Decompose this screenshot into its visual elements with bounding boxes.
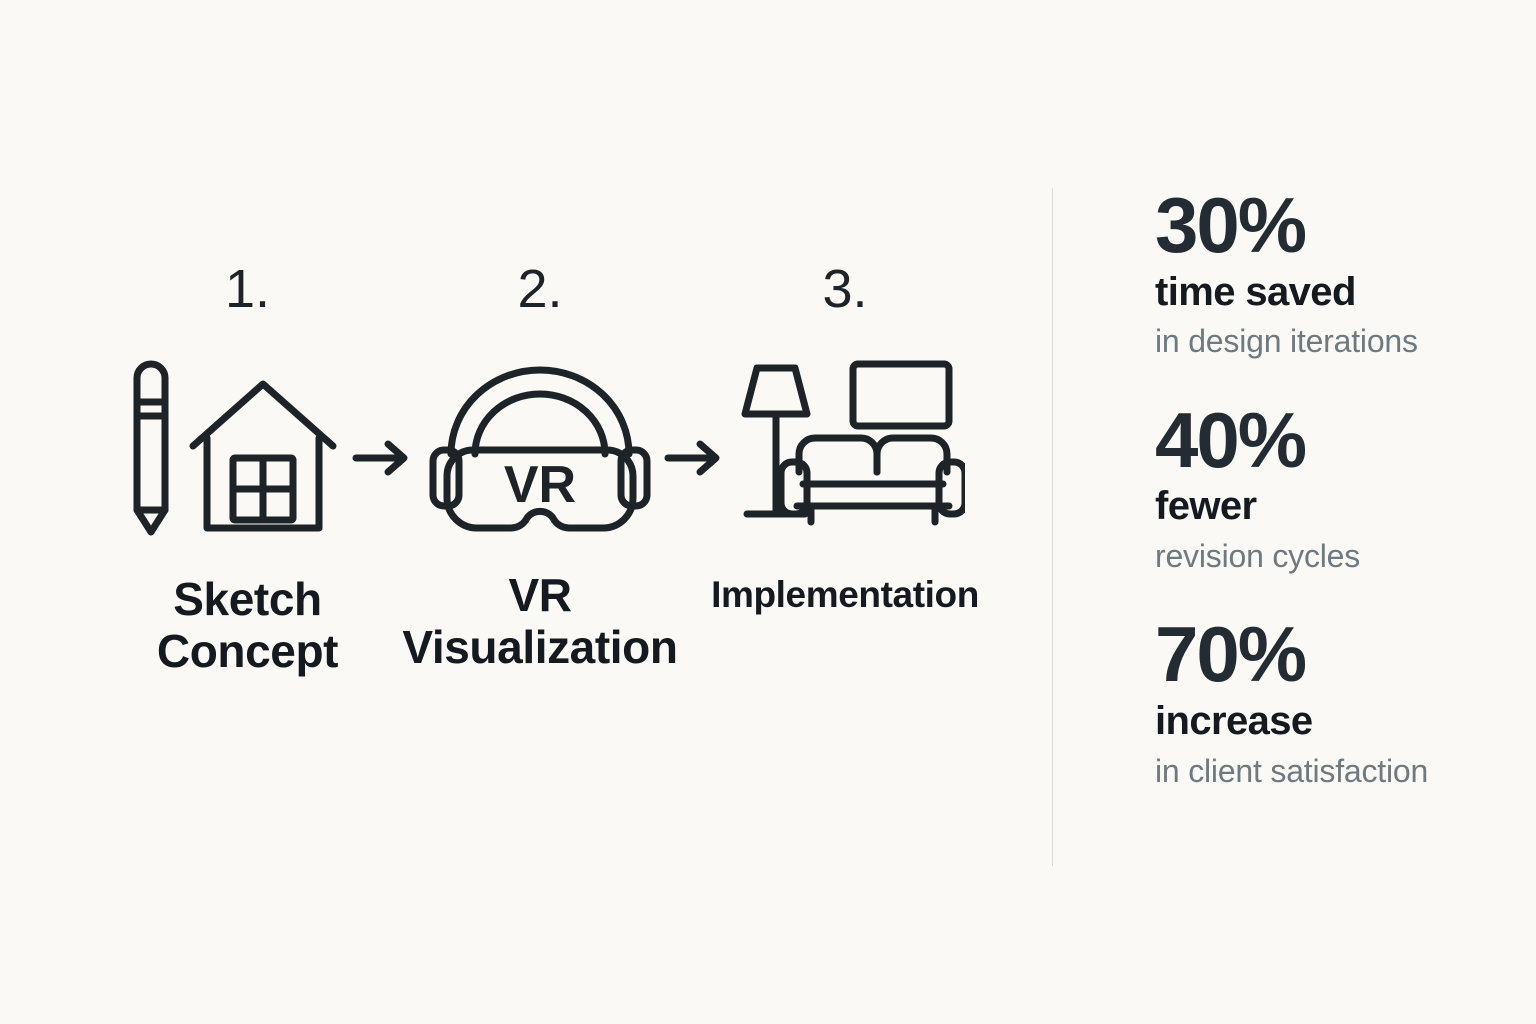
stat-2-value: 40% bbox=[1155, 395, 1307, 484]
process-flow: 1. bbox=[110, 262, 990, 677]
vr-headset-icon: VR bbox=[429, 366, 651, 532]
arrow-right-icon-2 bbox=[664, 436, 726, 480]
step-2-label-line2: Visualization bbox=[402, 620, 678, 673]
arrow-right-icon-1 bbox=[352, 436, 414, 480]
vertical-divider bbox=[1052, 188, 1053, 866]
sofa-icon bbox=[777, 434, 965, 526]
pencil-icon bbox=[133, 360, 168, 536]
stat-1-sub: in design iterations bbox=[1155, 323, 1418, 360]
step-1-label-line2: Concept bbox=[156, 624, 339, 677]
step-2-label: VR Visualization bbox=[400, 569, 680, 673]
step-3-number: 3. bbox=[822, 259, 868, 319]
step-2-label-line1: VR bbox=[508, 569, 572, 621]
stat-3-sub: in client satisfaction bbox=[1155, 752, 1429, 789]
stat-item-3: 70% increase in client satisfaction bbox=[1155, 615, 1515, 790]
house-icon bbox=[189, 380, 336, 532]
sketch-concept-icon-group bbox=[133, 360, 336, 536]
implementation-icon-group bbox=[741, 360, 965, 526]
step-1-label: Sketch Concept bbox=[110, 573, 385, 677]
stats-panel: 30% time saved in design iterations 40% … bbox=[1155, 181, 1515, 790]
stat-3-label: increase bbox=[1155, 699, 1313, 744]
step-2-number: 2. bbox=[517, 259, 563, 319]
step-3-label: Implementation bbox=[700, 574, 990, 615]
framed-picture-icon bbox=[849, 360, 953, 430]
stat-3-value: 70% bbox=[1155, 610, 1307, 699]
step-3-icons bbox=[700, 350, 990, 540]
step-3-label-line1: Implementation bbox=[711, 574, 979, 615]
vr-headset-text: VR bbox=[504, 456, 576, 514]
step-2-icons: VR bbox=[400, 350, 680, 540]
process-step-3: 3. bbox=[700, 262, 990, 615]
stat-1-value: 30% bbox=[1155, 181, 1307, 269]
stat-1-label: time saved bbox=[1155, 269, 1356, 314]
stat-2-label: fewer bbox=[1155, 484, 1257, 529]
step-1-number: 1. bbox=[224, 259, 271, 319]
step-1-icons bbox=[110, 350, 385, 540]
floor-lamp-icon bbox=[741, 364, 811, 518]
stat-item-2: 40% fewer revision cycles bbox=[1155, 395, 1515, 576]
stat-item-1: 30% time saved in design iterations bbox=[1155, 181, 1515, 361]
stat-2-sub: revision cycles bbox=[1155, 538, 1361, 575]
process-step-1: 1. bbox=[110, 262, 385, 677]
step-1-label-line1: Sketch bbox=[173, 573, 322, 625]
process-step-2: 2. VR bbox=[400, 262, 680, 673]
